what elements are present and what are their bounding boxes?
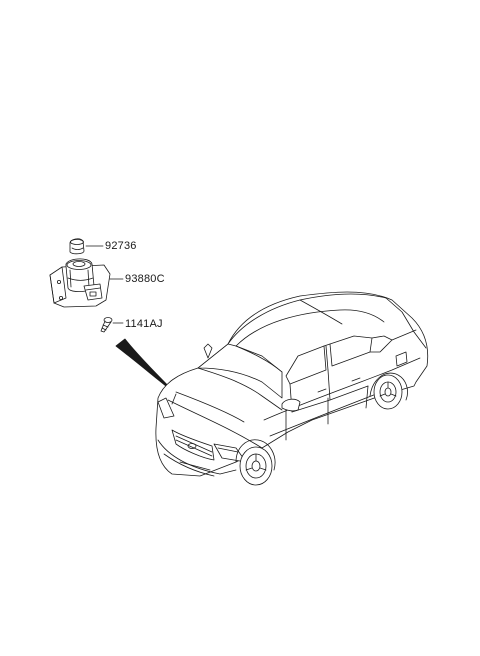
part-number-label: 92736 [105, 240, 137, 252]
vehicle-outline [155, 291, 429, 486]
part-number-label: 1141AJ [125, 318, 163, 330]
switch-assembly-part-drawing [49, 258, 111, 308]
part-number-label: 93880C [125, 273, 165, 285]
cap-part-drawing [69, 238, 85, 255]
screw-part-drawing [100, 317, 113, 333]
